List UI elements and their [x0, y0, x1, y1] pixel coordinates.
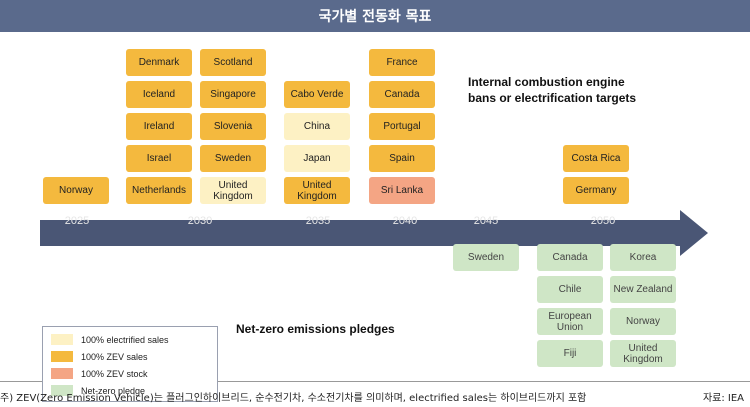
country-israel-2030a: Israel: [126, 145, 192, 172]
pledge-chile: Chile: [537, 276, 603, 303]
legend-swatch: [51, 351, 73, 362]
legend: 100% electrified sales 100% ZEV sales 10…: [42, 326, 218, 402]
year-label-2050: 2050: [590, 215, 616, 227]
ice-targets-title: Internal combustion engine bans or elect…: [468, 74, 636, 106]
legend-item-zev-stock: 100% ZEV stock: [51, 367, 148, 380]
country-cabo-verde-2035: Cabo Verde: [284, 81, 350, 108]
pledge-european-union: European Union: [537, 308, 603, 335]
legend-label: 100% ZEV sales: [81, 351, 148, 362]
ice-title-line-2: bans or electrification targets: [468, 91, 637, 105]
country-sri-lanka-2040: Sri Lanka: [369, 177, 435, 204]
year-label-2045: 2045: [473, 215, 499, 227]
pledge-new-zealand: New Zealand: [610, 276, 676, 303]
pledge-united-kingdom: United Kingdom: [610, 340, 676, 367]
pledge-korea: Korea: [610, 244, 676, 271]
pledge-canada: Canada: [537, 244, 603, 271]
source-note: 자료: IEA: [702, 393, 744, 404]
country-slovenia-2030b: Slovenia: [200, 113, 266, 140]
year-label-2040: 2040: [392, 215, 418, 227]
pledge-fiji: Fiji: [537, 340, 603, 367]
country-scotland-2030b: Scotland: [200, 49, 266, 76]
legend-item-zev-sales: 100% ZEV sales: [51, 350, 148, 363]
country-united-kingdom-2030b: United Kingdom: [200, 177, 266, 204]
country-denmark-2030a: Denmark: [126, 49, 192, 76]
net-zero-title: Net-zero emissions pledges: [236, 322, 395, 336]
legend-label: Net-zero pledge: [81, 385, 146, 396]
legend-swatch: [51, 334, 73, 345]
legend-label: 100% electrified sales: [81, 334, 169, 345]
year-label-2025: 2025: [64, 215, 90, 227]
legend-swatch: [51, 385, 73, 396]
country-singapore-2030b: Singapore: [200, 81, 266, 108]
country-portugal-2040: Portugal: [369, 113, 435, 140]
country-china-2035: China: [284, 113, 350, 140]
country-sweden-2030b: Sweden: [200, 145, 266, 172]
legend-swatch: [51, 368, 73, 379]
figure-header: 국가별 전동화 목표: [0, 0, 750, 32]
diagram-panel: 2025 2030 2035 2040 2045 2050 Norway Den…: [0, 32, 750, 402]
legend-item-electrified: 100% electrified sales: [51, 333, 169, 346]
country-ireland-2030a: Ireland: [126, 113, 192, 140]
country-iceland-2030a: Iceland: [126, 81, 192, 108]
ice-title-line-1: Internal combustion engine: [468, 75, 625, 89]
year-label-2030: 2030: [187, 215, 213, 227]
country-spain-2040: Spain: [369, 145, 435, 172]
pledge-sweden: Sweden: [453, 244, 519, 271]
country-united-kingdom-2035: United Kingdom: [284, 177, 350, 204]
country-norway-2025: Norway: [43, 177, 109, 204]
country-canada-2040: Canada: [369, 81, 435, 108]
country-france-2040: France: [369, 49, 435, 76]
country-japan-2035: Japan: [284, 145, 350, 172]
country-costa-rica-2050: Costa Rica: [563, 145, 629, 172]
figure-title: 국가별 전동화 목표: [318, 9, 432, 25]
legend-label: 100% ZEV stock: [81, 368, 148, 379]
legend-item-net-zero: Net-zero pledge: [51, 384, 145, 397]
country-germany-2050: Germany: [563, 177, 629, 204]
year-label-2035: 2035: [305, 215, 331, 227]
footnote: 주) ZEV(Zero Emission Vehicle)는 플러그인하이브리드…: [0, 393, 587, 404]
pledge-norway: Norway: [610, 308, 676, 335]
country-netherlands-2030a: Netherlands: [126, 177, 192, 204]
